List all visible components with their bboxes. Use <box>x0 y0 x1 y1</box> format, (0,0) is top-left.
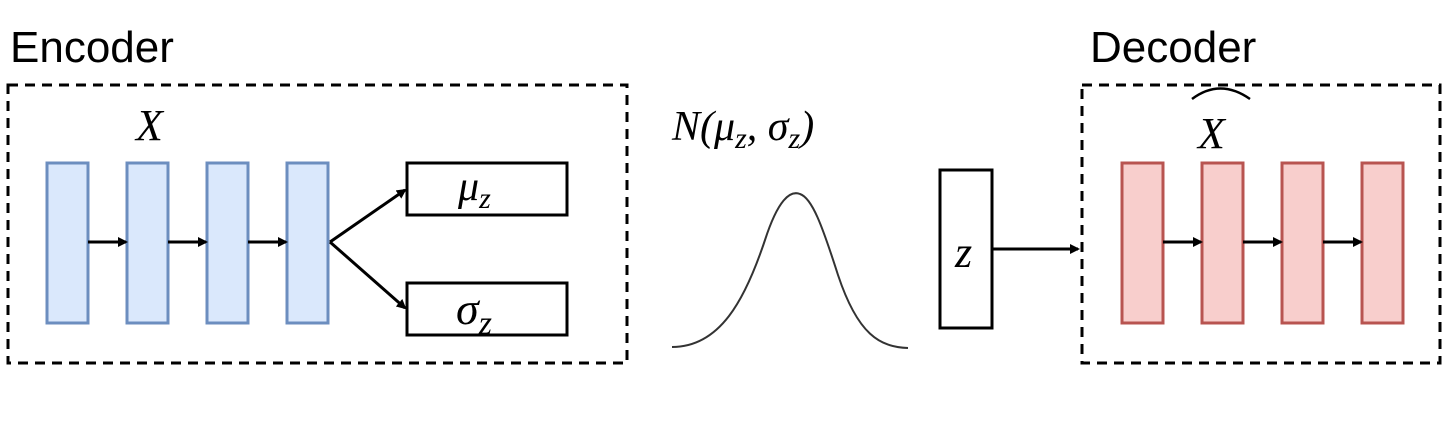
mu-label: μz <box>457 164 491 215</box>
decoder-layer-4 <box>1360 161 1405 325</box>
decoder-layer-2 <box>1200 161 1245 325</box>
gaussian-curve <box>671 192 909 349</box>
encoder-input-label: X <box>134 101 165 150</box>
encoder-layer-3 <box>205 161 250 325</box>
latent-box <box>938 168 994 330</box>
hat-accent <box>1191 87 1251 101</box>
encoder-arrow-sigma <box>329 240 407 310</box>
encoder-layer-1 <box>45 161 90 325</box>
mu-box <box>405 161 569 217</box>
encoder-layer-4 <box>285 161 330 325</box>
encoder-arrow-mu <box>329 188 407 244</box>
sigma-box <box>405 281 569 337</box>
decoder-layers <box>1120 161 1405 325</box>
decoder-output-label: X <box>1196 109 1227 158</box>
encoder-layers <box>45 161 330 325</box>
distribution-label: N(μz, σz) <box>671 104 814 155</box>
encoder-boundary <box>6 83 629 365</box>
encoder-layer-2 <box>125 161 170 325</box>
decoder-layer-3 <box>1280 161 1325 325</box>
encoder-arrows <box>88 188 407 310</box>
encoder-title: Encoder <box>10 23 174 72</box>
decoder-layer-1 <box>1120 161 1165 325</box>
sigma-label: σz <box>456 283 492 342</box>
decoder-boundary <box>1080 83 1442 365</box>
latent-label: z <box>954 228 972 277</box>
decoder-title: Decoder <box>1090 23 1256 72</box>
